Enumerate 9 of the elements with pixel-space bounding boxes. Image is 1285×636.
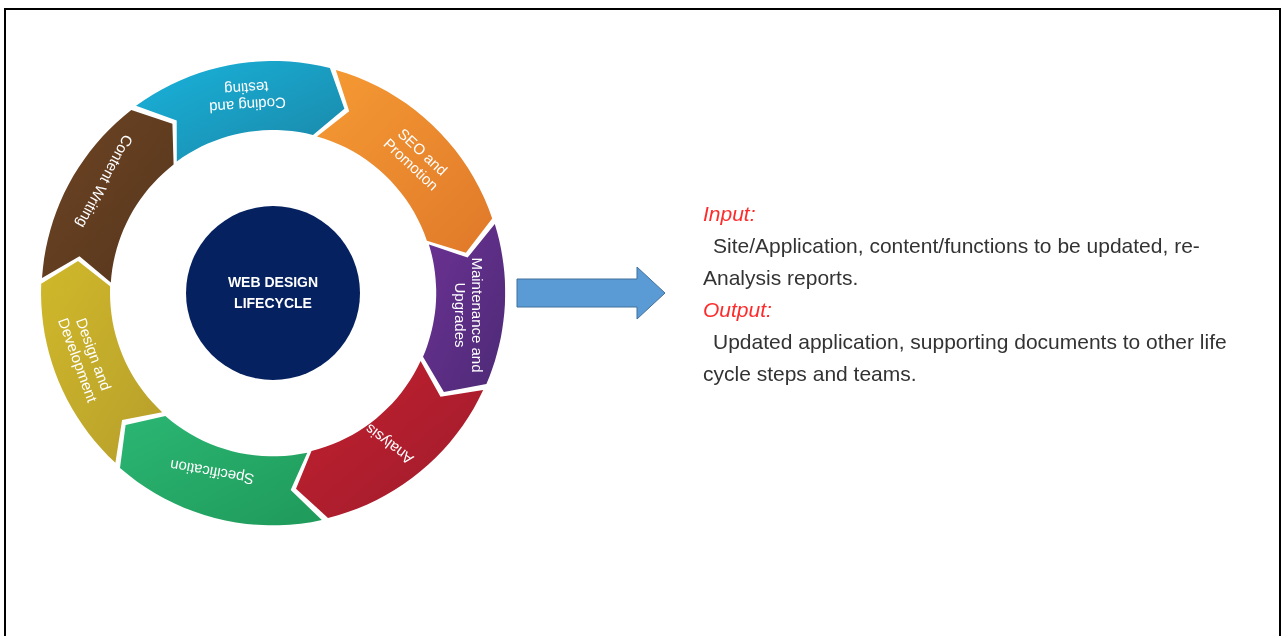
segment-label: Maintenance and Upgrades (452, 256, 487, 375)
section-text: Updated application, supporting documents to other life cycle steps and teams. (703, 329, 1228, 387)
segment-label: Coding and testing (207, 77, 288, 118)
block-arrow (516, 266, 666, 320)
section-heading: Input: (703, 201, 757, 227)
section-text: Site/Application, content/functions to be updated, re-Analysis reports. (703, 233, 1201, 291)
center-title: WEB DESIGN LIFECYCLE (226, 273, 320, 313)
segment-label: Specification (167, 455, 257, 491)
section-heading: Output: (703, 297, 773, 323)
